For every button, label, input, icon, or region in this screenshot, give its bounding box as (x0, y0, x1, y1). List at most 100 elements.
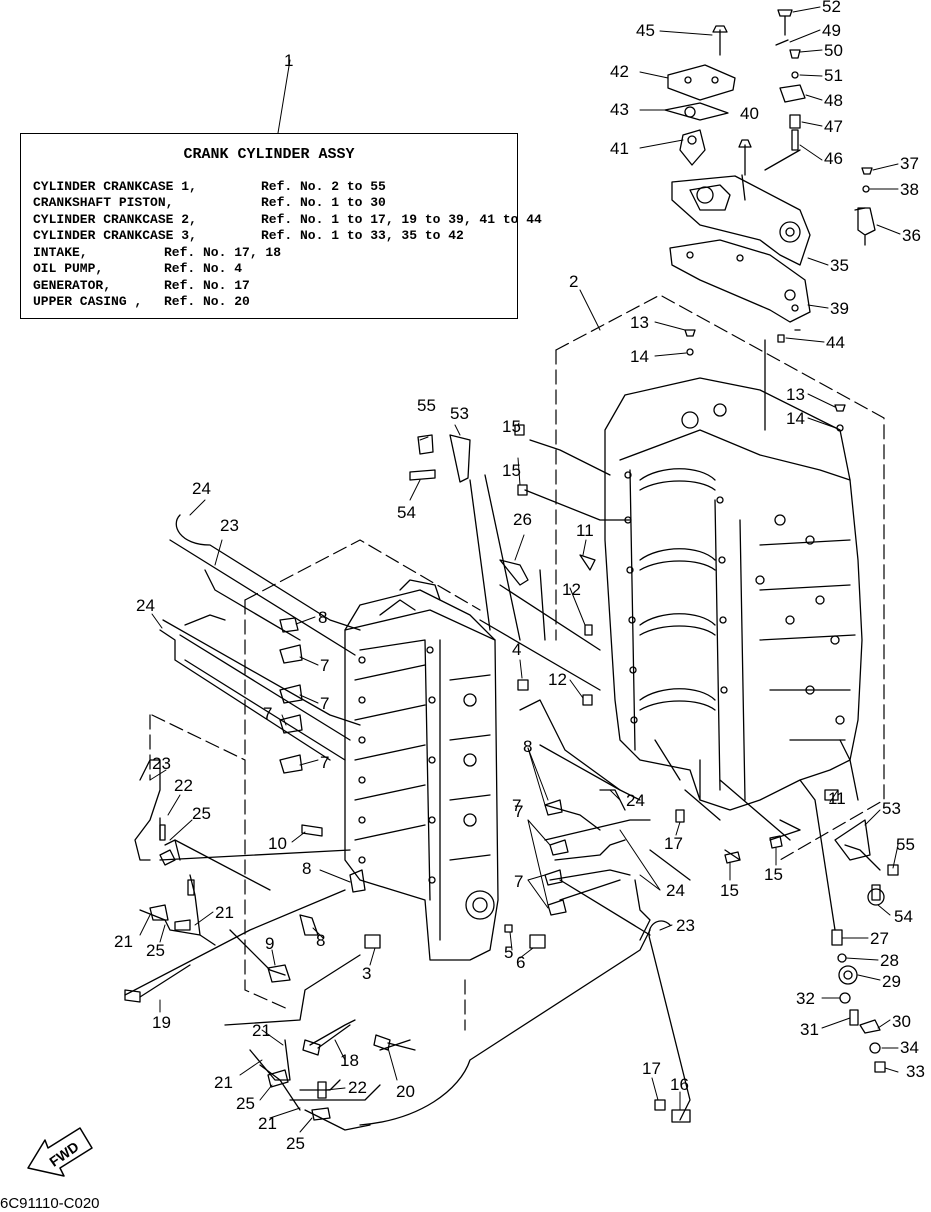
part-callout: 7 (514, 802, 524, 821)
part-callout: 15 (764, 865, 783, 884)
legend-row-refs: Ref. No. 17 (164, 278, 250, 293)
part-callout: 21 (258, 1114, 277, 1133)
legend-row: CYLINDER CRANKCASE 2,Ref. No. 1 to 17, 1… (33, 212, 542, 227)
part-callout: 12 (562, 580, 581, 599)
fwd-arrow (27, 1127, 93, 1177)
legend-row-refs: Ref. No. 20 (164, 294, 250, 309)
part-callout: 19 (152, 1013, 171, 1032)
legend-row: CRANKSHAFT PISTON,Ref. No. 1 to 30 (33, 195, 386, 210)
part-callout: 23 (152, 754, 171, 773)
part-callout: 50 (824, 41, 843, 60)
part-callout: 39 (830, 299, 849, 318)
part-callout: 43 (610, 100, 629, 119)
part-callout: 47 (824, 117, 843, 136)
part-callout: 40 (740, 104, 759, 123)
legend-row-name: OIL PUMP, (33, 261, 104, 276)
legend-row: UPPER CASING , Ref. No. 20 (33, 294, 250, 309)
fittings-and-bolts (124, 424, 899, 1123)
part-callout: 18 (340, 1051, 359, 1070)
part-callout: 22 (174, 776, 193, 795)
legend-row: OIL PUMP, Ref. No. 4 (33, 261, 242, 276)
part-callout: 41 (610, 139, 629, 158)
part-callout: 7 (320, 753, 330, 772)
part-callout: 30 (892, 1012, 911, 1031)
legend-row-refs: Ref. No. 4 (164, 261, 243, 276)
legend-box: CRANK CYLINDER ASSY CYLINDER CRANKCASE 1… (20, 133, 542, 319)
part-callout: 36 (902, 226, 921, 245)
part-callout: 38 (900, 180, 919, 199)
part-callout: 54 (894, 907, 913, 926)
part-callout: 15 (502, 417, 521, 436)
legend-row-name: GENERATOR, (33, 278, 112, 293)
part-callout: 31 (800, 1020, 819, 1039)
part-callout: 25 (146, 941, 165, 960)
legend-row: CYLINDER CRANKCASE 1,Ref. No. 2 to 55 (33, 179, 386, 194)
part-callout: 45 (636, 21, 655, 40)
part-callout: 25 (192, 804, 211, 823)
part-callout: 42 (610, 62, 629, 81)
part-callout: 49 (822, 21, 841, 40)
part-callout: 21 (214, 1073, 233, 1092)
assembly-outline-left (149, 539, 481, 1031)
part-callout: 21 (215, 903, 234, 922)
legend-row: INTAKE, Ref. No. 17, 18 (33, 245, 281, 260)
part-callout: 24 (136, 596, 155, 615)
part-callout: 24 (192, 479, 211, 498)
legend-callout-number: 1 (284, 51, 294, 70)
part-callout: 33 (906, 1062, 925, 1081)
part-callout: 4 (512, 640, 522, 659)
part-callout: 26 (513, 510, 532, 529)
legend-row-refs: Ref. No. 17, 18 (164, 245, 282, 260)
part-callout: 8 (302, 859, 312, 878)
part-callout: 13 (630, 313, 649, 332)
part-callout: 14 (786, 409, 805, 428)
part-callout: 24 (666, 881, 685, 900)
part-callout: 14 (630, 347, 649, 366)
part-callout: 22 (348, 1078, 367, 1097)
legend-row-name: INTAKE, (33, 245, 88, 260)
part-callout: 8 (523, 737, 533, 756)
legend-row-name: CYLINDER CRANKCASE 3, (33, 228, 197, 243)
diagram-code: 6C91110-C020 (0, 1195, 100, 1212)
part-callout: 9 (265, 934, 275, 953)
part-callout: 48 (824, 91, 843, 110)
assembly-outline-right (555, 294, 885, 861)
part-callout: 11 (576, 521, 594, 540)
part-callout: 7 (320, 656, 330, 675)
part-callout: 27 (870, 929, 889, 948)
legend-row-name: UPPER CASING , (33, 294, 143, 309)
legend-row-refs: Ref. No. 1 to 33, 35 to 42 (261, 228, 464, 243)
part-callout: 15 (502, 461, 521, 480)
part-callout: 3 (362, 964, 372, 983)
part-callout: 37 (900, 154, 919, 173)
part-callout: 51 (824, 66, 843, 85)
legend-row-refs: Ref. No. 1 to 17, 19 to 39, 41 to 44 (261, 212, 542, 227)
cylinder-block-left (344, 579, 499, 961)
part-callout: 53 (450, 404, 469, 423)
part-callout: 20 (396, 1082, 415, 1101)
legend-title: CRANK CYLINDER ASSY (183, 146, 355, 163)
part-callout: 52 (822, 0, 841, 16)
part-callout: 8 (318, 608, 328, 627)
part-callout: 23 (220, 516, 239, 535)
part-callout: 55 (417, 396, 436, 415)
part-callout: 2 (569, 272, 579, 291)
part-callout: 21 (114, 932, 133, 951)
part-callout: 16 (670, 1075, 689, 1094)
part-callout: 21 (252, 1021, 271, 1040)
part-callout: 28 (880, 951, 899, 970)
hose-and-leader-lines (124, 149, 881, 1131)
part-callout: 10 (268, 834, 287, 853)
top-small-parts (664, 9, 873, 432)
part-callout: 6 (516, 953, 526, 972)
legend-row: GENERATOR, Ref. No. 17 (33, 278, 250, 293)
part-callout: 25 (236, 1094, 255, 1113)
part-callout: 12 (548, 670, 567, 689)
part-callout: 13 (786, 385, 805, 404)
part-callout: 15 (720, 881, 739, 900)
cylinder-crankcase-right (604, 377, 863, 811)
part-callout: 46 (824, 149, 843, 168)
callout-leaders (139, 6, 901, 1133)
part-callout: 25 (286, 1134, 305, 1153)
part-callout: 7 (320, 694, 330, 713)
